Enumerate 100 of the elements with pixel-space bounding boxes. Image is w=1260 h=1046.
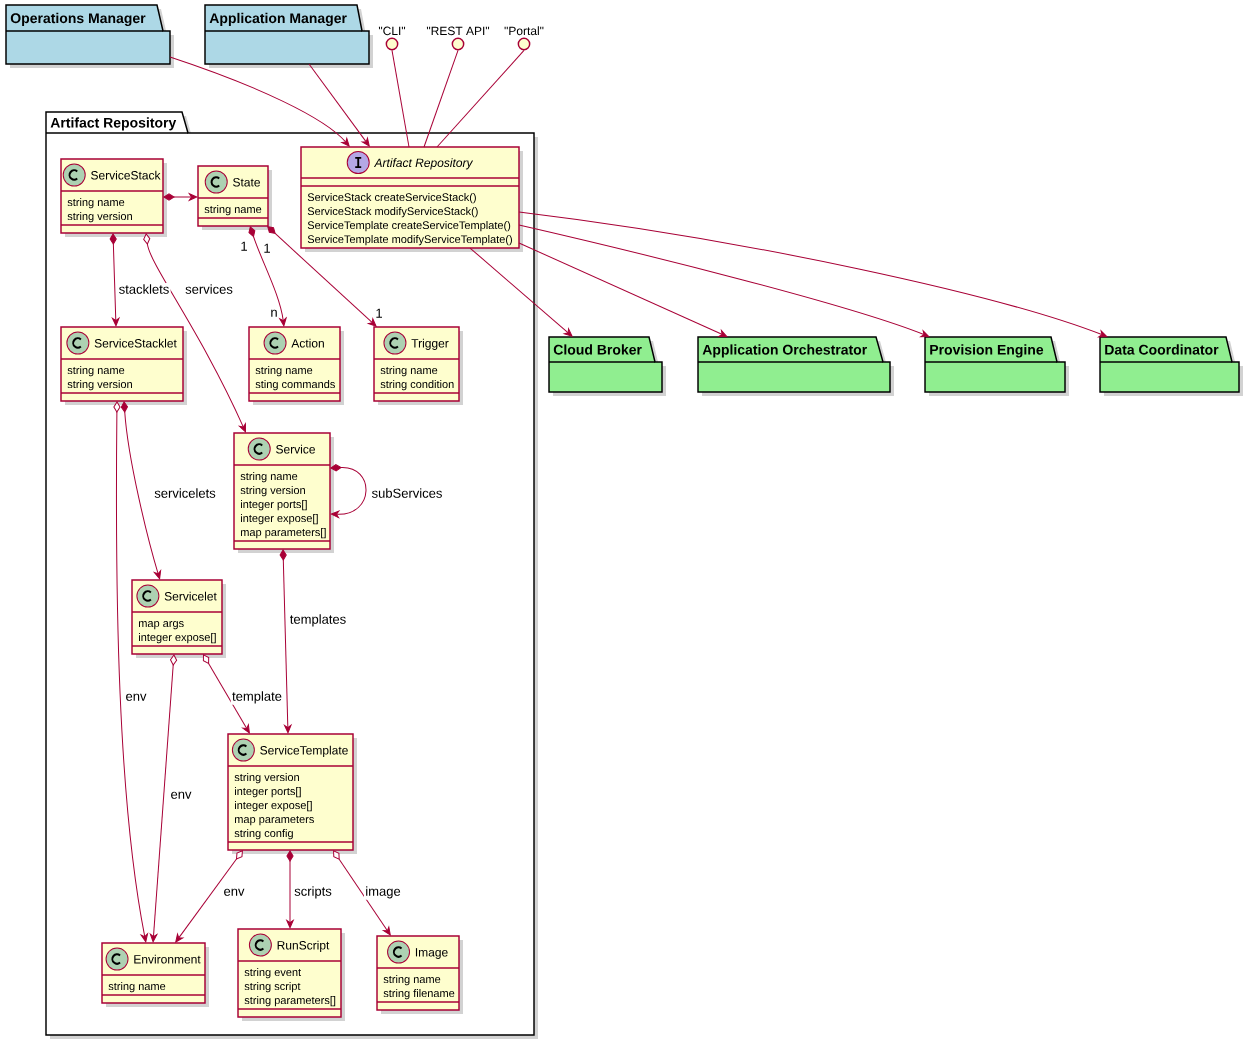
arrow bbox=[518, 211, 1108, 338]
interface-name: Artifact Repository bbox=[373, 158, 474, 170]
attribute-text: map parameters bbox=[235, 815, 314, 826]
aggregation-arrow bbox=[149, 654, 178, 943]
attribute-text: string name bbox=[240, 472, 298, 483]
class-box bbox=[227, 733, 357, 854]
composition-arrow bbox=[109, 233, 120, 327]
package-title: Artifact Repository bbox=[50, 117, 177, 131]
method-text: ServiceTemplate createServiceTemplate() bbox=[307, 221, 511, 232]
attribute-text: string filename bbox=[383, 989, 455, 1000]
class-box bbox=[233, 432, 334, 553]
multiplicity-label: 1 bbox=[262, 243, 272, 254]
composition-arrow bbox=[163, 193, 198, 201]
connector-line bbox=[423, 49, 459, 148]
attribute-text: integer expose[] bbox=[139, 633, 216, 644]
package-title: Cloud Broker bbox=[553, 344, 642, 355]
class-name: Service bbox=[276, 444, 315, 454]
attribute-text: sting commands bbox=[255, 380, 335, 391]
class-name: Action bbox=[291, 338, 324, 348]
interface-box bbox=[300, 146, 523, 252]
arrow bbox=[169, 56, 350, 147]
composition-arrow bbox=[267, 226, 377, 327]
attribute-text: string version bbox=[67, 212, 132, 223]
class-box bbox=[131, 579, 226, 658]
class-name: ServiceStack bbox=[91, 170, 161, 180]
method-text: ServiceStack modifyServiceStack() bbox=[307, 207, 478, 218]
class-name: Environment bbox=[134, 954, 201, 964]
connector-line bbox=[436, 49, 525, 148]
class-box bbox=[60, 158, 167, 237]
attribute-text: string name bbox=[108, 982, 166, 993]
package-title: Operations Manager bbox=[10, 12, 146, 26]
attribute-text: string parameters[] bbox=[244, 996, 336, 1007]
multiplicity-label: 1 bbox=[239, 241, 249, 252]
aggregation-arrow bbox=[202, 654, 250, 734]
package bbox=[924, 336, 1069, 396]
multiplicity-label: n bbox=[269, 309, 279, 318]
class-name: Trigger bbox=[411, 338, 449, 350]
attribute-text: string name bbox=[255, 366, 313, 377]
method-text: ServiceTemplate modifyServiceTemplate() bbox=[307, 235, 512, 246]
package bbox=[204, 4, 373, 68]
edge-label: env bbox=[222, 887, 246, 898]
package bbox=[697, 336, 894, 396]
class-name: State bbox=[233, 178, 260, 187]
composition-arrow bbox=[330, 464, 367, 519]
package bbox=[548, 336, 666, 396]
attribute-text: integer expose[] bbox=[235, 801, 312, 812]
interface-label: "REST API" bbox=[426, 26, 490, 36]
aggregation-arrow bbox=[113, 401, 148, 943]
attribute-text: string config bbox=[234, 829, 293, 840]
package-title: Application Orchestrator bbox=[702, 344, 867, 358]
attribute-text: string name bbox=[204, 205, 262, 216]
attribute-text: string name bbox=[67, 366, 125, 377]
composition-arrow bbox=[248, 226, 287, 327]
multiplicity-label: 1 bbox=[374, 308, 384, 319]
class-name: Image bbox=[415, 948, 448, 959]
attribute-text: integer ports[] bbox=[241, 500, 307, 511]
connector-line bbox=[391, 49, 410, 148]
attribute-text: string version bbox=[234, 773, 299, 784]
class-box bbox=[101, 942, 209, 1007]
attribute-text: string version bbox=[67, 380, 132, 391]
class-box bbox=[248, 326, 344, 405]
composition-arrow bbox=[286, 850, 294, 929]
aggregation-arrow bbox=[175, 850, 243, 943]
class-name: RunScript bbox=[277, 940, 330, 952]
attribute-text: string version bbox=[240, 486, 305, 497]
class-name: ServiceTemplate bbox=[260, 745, 348, 757]
package-title: Provision Engine bbox=[930, 344, 1044, 358]
attribute-text: map args bbox=[139, 621, 184, 630]
attribute-text: map parameters[] bbox=[241, 528, 326, 539]
arrow bbox=[308, 63, 370, 147]
aggregation-arrow bbox=[143, 233, 246, 433]
attribute-text: string event bbox=[244, 968, 302, 979]
package-title: Application Manager bbox=[209, 12, 347, 26]
edge-label: env bbox=[169, 790, 193, 801]
composition-arrow bbox=[279, 549, 292, 734]
arrow bbox=[518, 242, 728, 337]
class-box bbox=[237, 928, 345, 1021]
class-name: Servicelet bbox=[164, 591, 217, 601]
package-title: Data Coordinator bbox=[1105, 344, 1219, 355]
attribute-text: string name bbox=[380, 366, 438, 377]
arrow bbox=[469, 247, 573, 337]
class-box bbox=[373, 326, 463, 405]
class-name: ServiceStacklet bbox=[94, 338, 177, 348]
attribute-text: integer ports[] bbox=[235, 787, 301, 798]
attribute-text: integer expose[] bbox=[241, 514, 318, 525]
class-box bbox=[60, 326, 187, 405]
package bbox=[5, 4, 174, 68]
package bbox=[1099, 336, 1243, 396]
class-box bbox=[376, 935, 463, 1014]
attribute-text: string name bbox=[383, 975, 441, 986]
attribute-text: string name bbox=[67, 198, 125, 209]
composition-arrow bbox=[120, 401, 162, 580]
arrow bbox=[518, 224, 930, 338]
edge-label: env bbox=[124, 692, 148, 703]
interface-label: "Portal" bbox=[504, 26, 544, 36]
class-box bbox=[197, 165, 272, 230]
attribute-text: string condition bbox=[380, 380, 454, 391]
aggregation-arrow bbox=[333, 850, 391, 936]
attribute-text: string script bbox=[244, 982, 301, 993]
method-text: ServiceStack createServiceStack() bbox=[307, 193, 476, 204]
